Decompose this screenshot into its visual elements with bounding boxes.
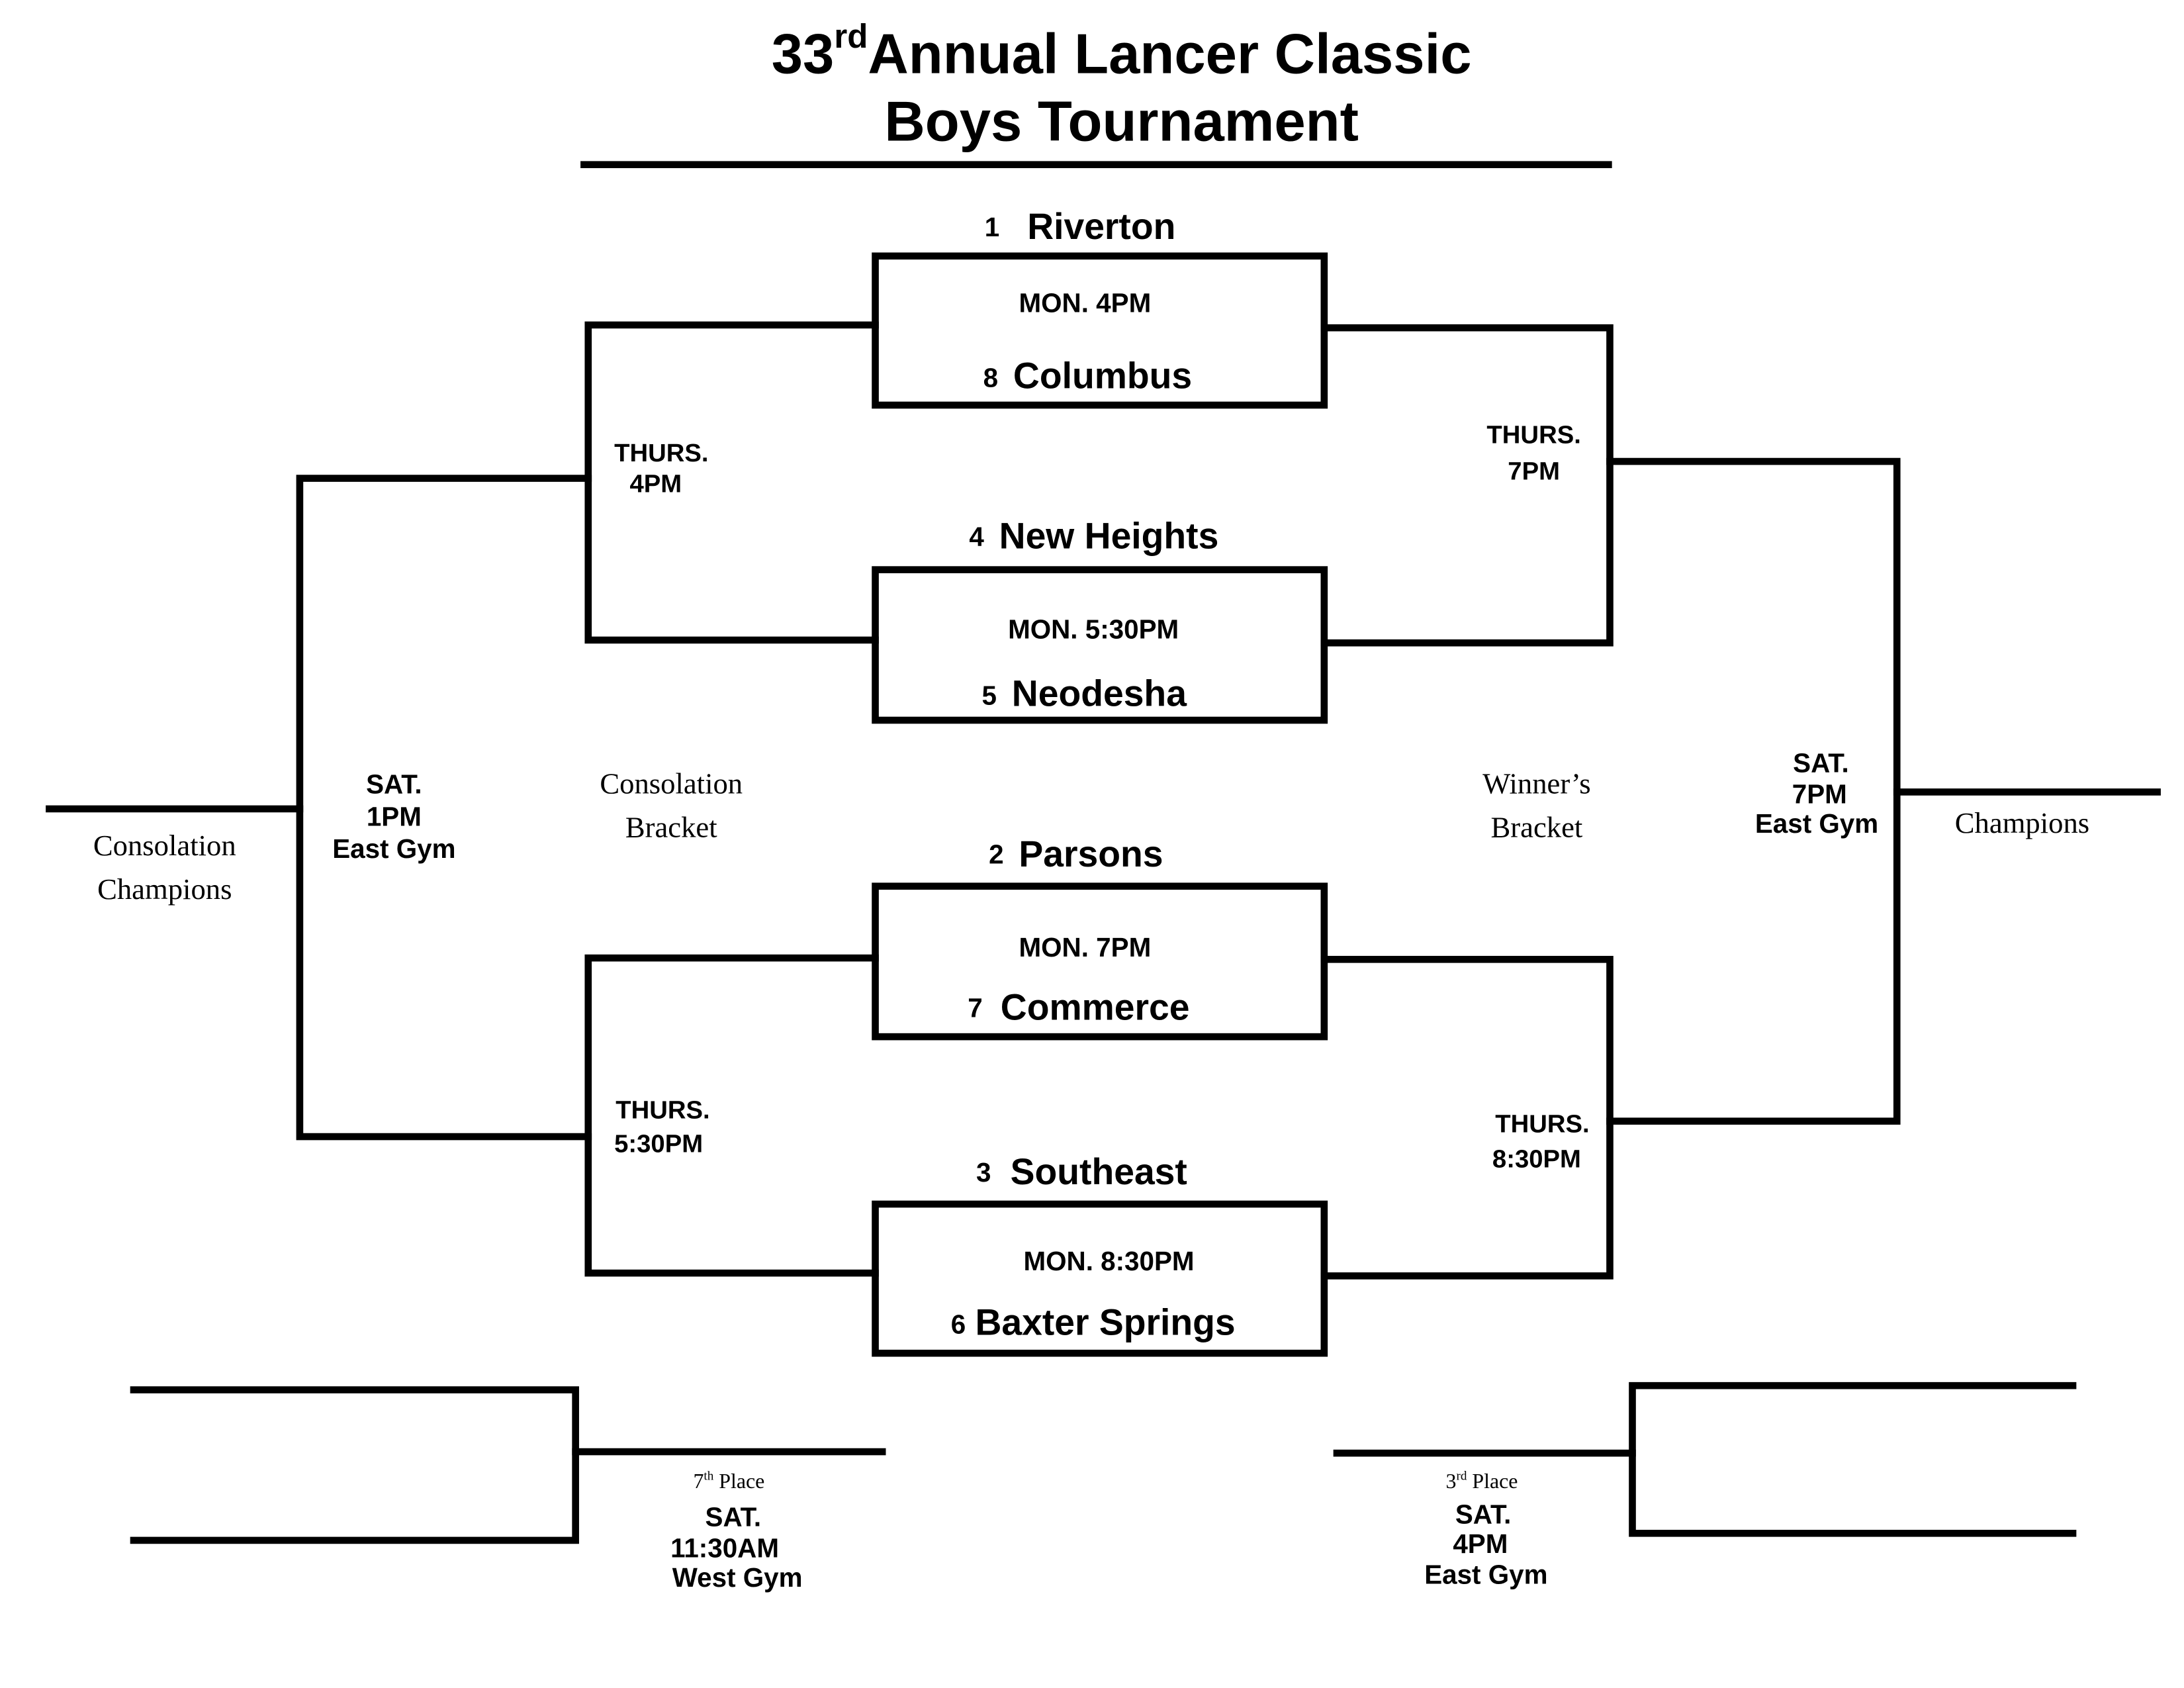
consolation-final-bracket (296, 475, 592, 1141)
consolation-semi2-bracket (584, 954, 879, 1277)
seed: 2 (989, 839, 1003, 870)
third-place-day: SAT. (1455, 1499, 1512, 1529)
team-name: Commerce (1001, 987, 1190, 1028)
game-time: MON. 8:30PM (1023, 1246, 1194, 1276)
team-name: Columbus (1013, 355, 1192, 397)
winners-semi2-time: 8:30PM (1492, 1145, 1581, 1174)
consolation-final-time: 1PM (367, 801, 422, 831)
winners-bracket-label: Winner’s (1482, 767, 1591, 800)
third-place-gym: East Gym (1424, 1560, 1547, 1590)
winners-final-time: 7PM (1792, 778, 1847, 809)
seventh-place-gym: West Gym (672, 1562, 803, 1593)
winners-semi1-day: THURS. (1486, 420, 1580, 449)
consolation-champions-label: Champions (97, 872, 232, 906)
seventh-place-time: 11:30AM (670, 1532, 779, 1563)
seed: 7 (968, 992, 982, 1023)
consolation-semi1-day: THURS. (614, 439, 708, 467)
third-place-bracket (1629, 1382, 2077, 1537)
winners-final-place: East Gym (1755, 808, 1878, 839)
team-name: Riverton (1027, 206, 1175, 247)
consolation-semi2-time: 5:30PM (614, 1129, 703, 1158)
winners-semi1-bracket (1320, 324, 1614, 647)
team-name: Neodesha (1012, 673, 1187, 714)
team-name: New Heights (999, 516, 1219, 557)
winners-final-bracket (1606, 457, 1901, 1125)
team-name: Baxter Springs (976, 1302, 1236, 1343)
game-time: MON. 5:30PM (1008, 614, 1179, 645)
winners-semi2-day: THURS. (1495, 1110, 1589, 1139)
champions-label: Champions (1955, 806, 2089, 839)
seed: 8 (983, 362, 998, 393)
consolation-semi2-day: THURS. (615, 1096, 709, 1124)
consolation-champions-label: Consolation (93, 829, 236, 862)
team-name: Parsons (1019, 833, 1163, 874)
game-time: MON. 4PM (1019, 288, 1152, 318)
consolation-final-day: SAT. (366, 769, 422, 800)
consolation-final-place: East Gym (332, 833, 455, 864)
consolation-bracket-label: Consolation (600, 767, 743, 800)
third-place-time: 4PM (1453, 1528, 1508, 1559)
winners-final-day: SAT. (1793, 748, 1849, 778)
seventh-place-bracket (130, 1386, 579, 1544)
seed: 5 (982, 680, 997, 711)
seventh-place-label: 7th Place (693, 1470, 764, 1493)
seed: 1 (985, 212, 999, 242)
consolation-semi1-time: 4PM (630, 470, 682, 498)
seed: 6 (951, 1309, 966, 1340)
winners-bracket-label: Bracket (1491, 810, 1583, 843)
team-name: Southeast (1011, 1151, 1187, 1192)
game-time: MON. 7PM (1019, 932, 1152, 962)
third-place-label: 3rd Place (1446, 1470, 1518, 1493)
title-line2: Boys Tournament (884, 91, 1359, 154)
seed: 4 (969, 522, 984, 552)
title-line1: 33rdAnnual Lancer Classic (772, 17, 1472, 85)
consolation-semi1-bracket (584, 321, 879, 644)
seventh-place-day: SAT. (705, 1502, 762, 1532)
consolation-bracket-label: Bracket (625, 810, 717, 843)
winners-semi1-time: 7PM (1508, 457, 1560, 486)
seed: 3 (976, 1157, 991, 1188)
